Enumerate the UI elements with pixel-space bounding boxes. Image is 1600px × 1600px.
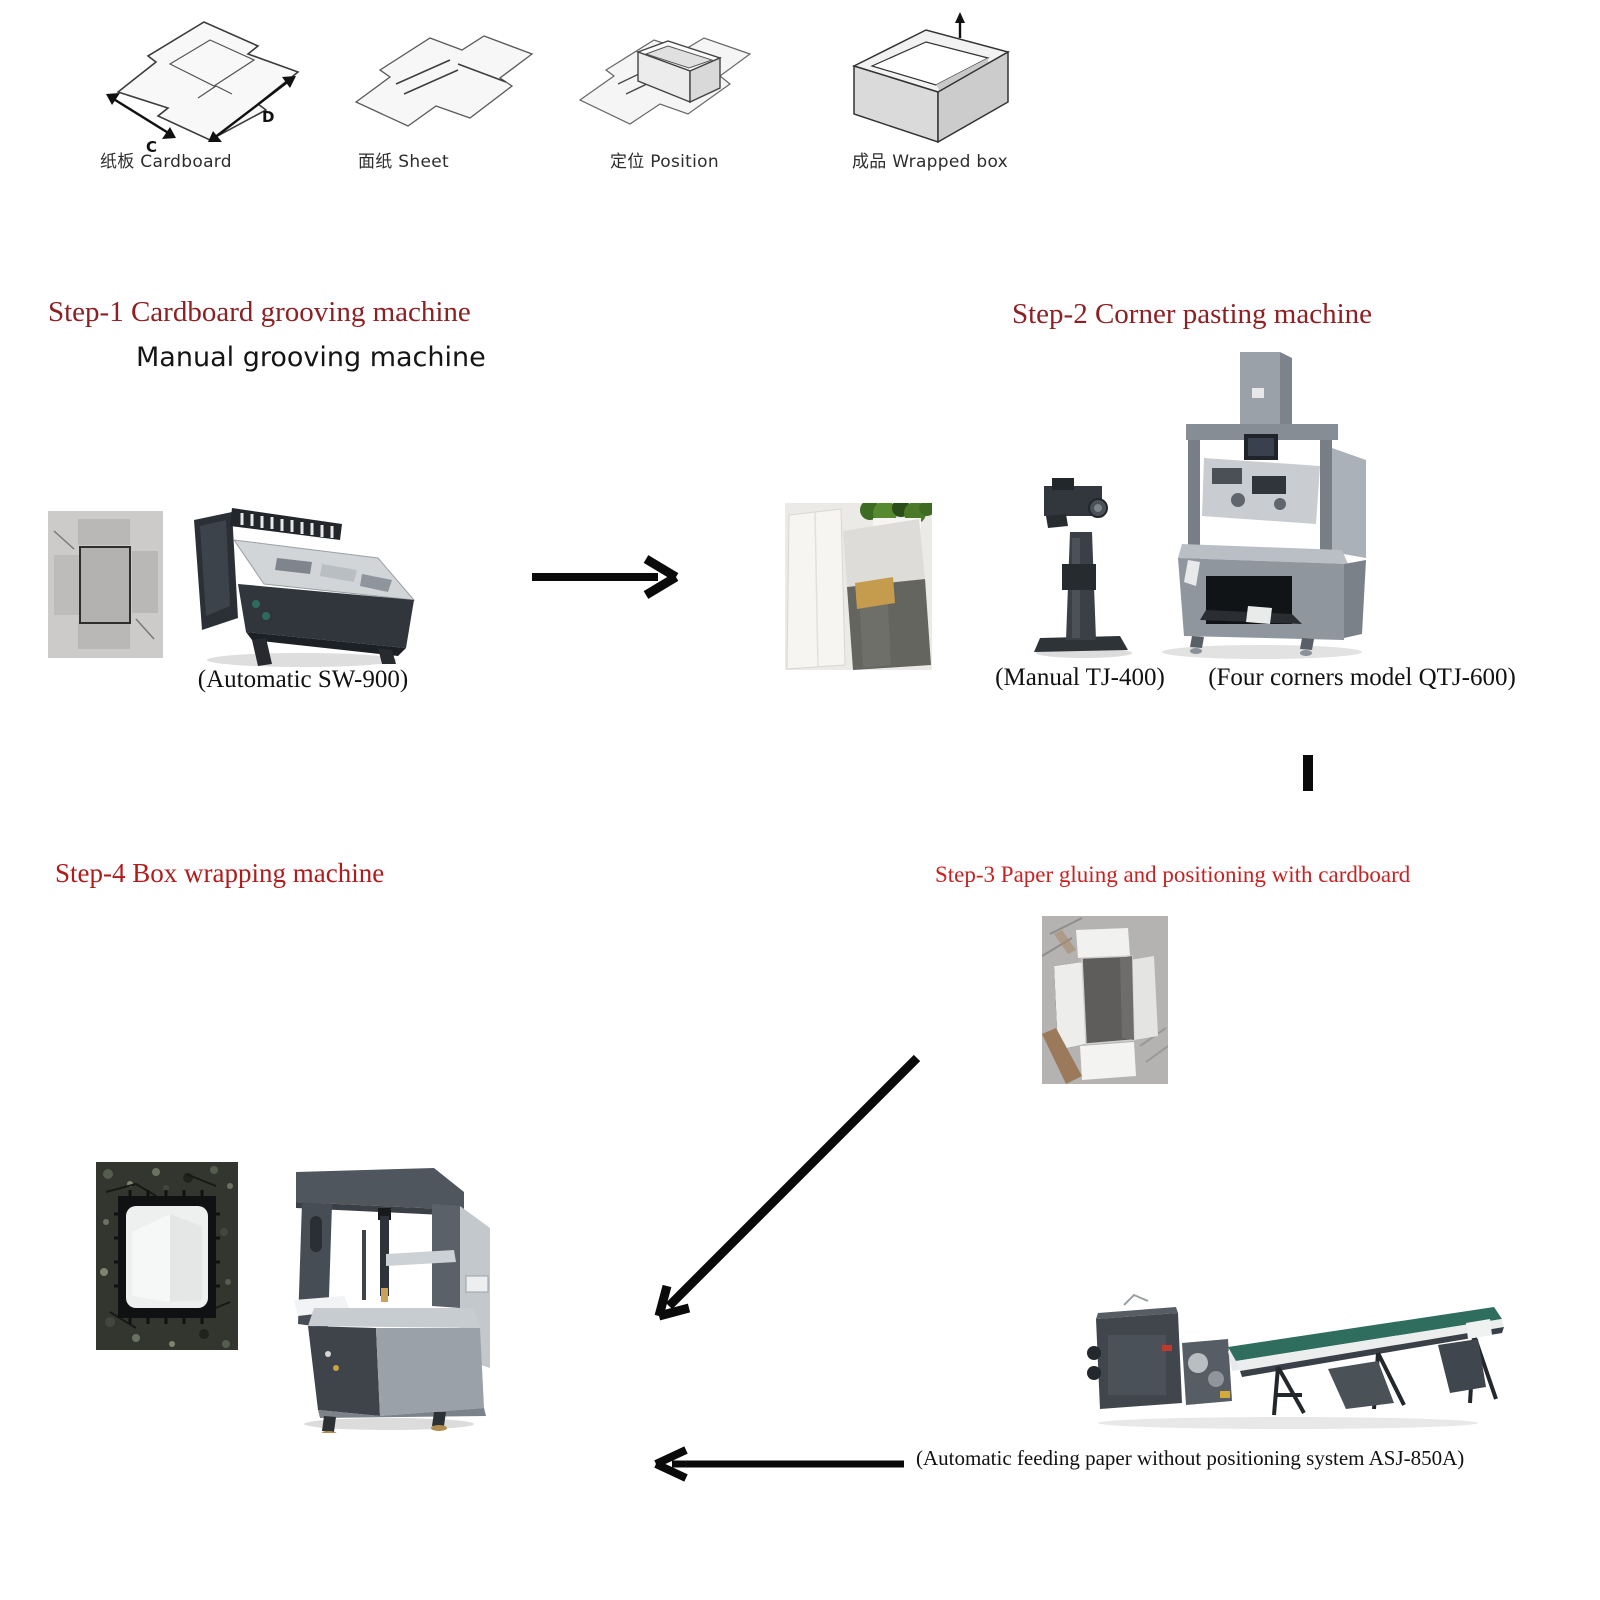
- label-cardboard: 纸板 Cardboard: [100, 152, 232, 172]
- dimension-arrow-d: [208, 76, 296, 142]
- label-position: 定位 Position: [610, 152, 719, 172]
- vertical-bar-connector: [1303, 755, 1313, 791]
- step2-title: Step-2 Corner pasting machine: [1012, 298, 1372, 330]
- qtj600-machine-photo: [1162, 352, 1366, 659]
- dimension-arrow-c: [106, 93, 176, 139]
- gold-corner-tape: [855, 577, 895, 609]
- asj850-machine-photo: [1087, 1293, 1504, 1429]
- tj400-caption: (Manual TJ-400): [995, 664, 1165, 691]
- sw900-machine-photo: [194, 508, 416, 667]
- label-wrapped-box: 成品 Wrapped box: [852, 152, 1009, 172]
- step4-title: Step-4 Box wrapping machine: [55, 858, 385, 888]
- label-sheet: 面纸 Sheet: [358, 152, 449, 172]
- wrapped-box-on-texture-photo: [96, 1162, 238, 1350]
- conveyor-belt: [1228, 1307, 1502, 1361]
- arrow-left-icon: [654, 1446, 904, 1482]
- sheet-diagram: [354, 35, 534, 127]
- dim-label-c: C: [146, 138, 157, 156]
- position-diagram: [578, 37, 752, 125]
- wrapped-box-diagram: [851, 12, 1010, 144]
- tj400-machine-photo: [1034, 478, 1132, 658]
- arrow-right-icon: [532, 555, 679, 599]
- dim-label-d: D: [262, 108, 274, 126]
- sw900-caption: (Automatic SW-900): [197, 666, 409, 693]
- step1-title: Step-1 Cardboard grooving machine: [48, 296, 471, 328]
- box-wrapping-machine-photo: [294, 1168, 490, 1433]
- step1-subtitle: Manual grooving machine: [136, 342, 486, 373]
- corner-pasted-box-photo: [785, 503, 932, 670]
- grooved-cardboard-photo: [48, 511, 163, 658]
- step3-title: Step-3 Paper gluing and positioning with…: [935, 862, 1411, 887]
- arrow-diagonal-down-left-icon: [654, 1054, 921, 1321]
- cardboard-blank-diagram: C D: [106, 21, 300, 156]
- glued-paper-box-photo: [1042, 916, 1168, 1084]
- asj850-caption: (Automatic feeding paper without positio…: [916, 1446, 1465, 1470]
- qtj600-caption: (Four corners model QTJ-600): [1208, 664, 1516, 691]
